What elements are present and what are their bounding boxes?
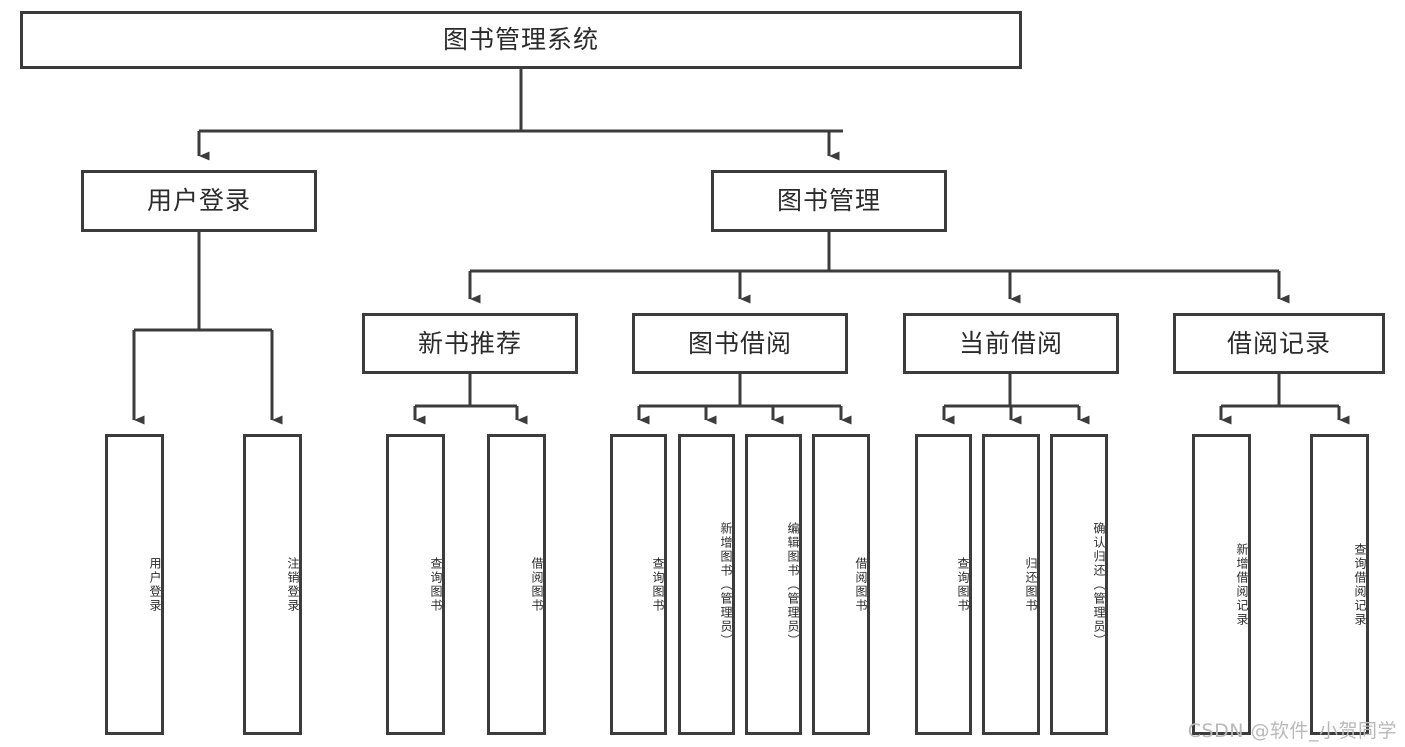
node-current-borrow[interactable]: 当前借阅 — [903, 313, 1119, 374]
edges-root-to-level2 — [197, 69, 843, 161]
node-leaf-user-login[interactable]: 用户登录 — [105, 434, 164, 735]
node-leaf-logout[interactable]: 注销登录 — [243, 434, 302, 735]
edges-new-book-recommend-to-leaves — [413, 374, 528, 425]
node-book-borrow[interactable]: 图书借阅 — [632, 313, 848, 374]
edges-book-manage-to-level3 — [468, 232, 1290, 304]
node-leaf-borrow-book-2[interactable]: 借阅图书 — [812, 434, 870, 735]
edges-user-login-to-leaves — [132, 232, 283, 425]
node-leaf-return-book[interactable]: 归还图书 — [982, 434, 1040, 735]
edges-current-borrow-to-leaves — [942, 374, 1090, 425]
node-borrow-record[interactable]: 借阅记录 — [1173, 313, 1385, 374]
edges-book-borrow-to-leaves — [637, 374, 852, 425]
node-leaf-query-book-1[interactable]: 查询图书 — [386, 434, 445, 735]
node-leaf-edit-book[interactable]: 编辑图书（管理员） — [745, 434, 802, 735]
node-root-system[interactable]: 图书管理系统 — [20, 11, 1022, 69]
node-leaf-add-book[interactable]: 新增图书（管理员） — [678, 434, 735, 735]
node-new-book-recommend[interactable]: 新书推荐 — [362, 313, 578, 374]
node-leaf-borrow-book-1[interactable]: 借阅图书 — [487, 434, 546, 735]
node-leaf-query-book-2[interactable]: 查询图书 — [610, 434, 667, 735]
node-leaf-confirm-return[interactable]: 确认归还（管理员） — [1050, 434, 1108, 735]
node-book-manage[interactable]: 图书管理 — [711, 170, 947, 232]
node-leaf-add-record[interactable]: 新增借阅记录 — [1192, 434, 1251, 735]
edges-borrow-record-to-leaves — [1219, 374, 1350, 425]
node-user-login[interactable]: 用户登录 — [81, 170, 317, 232]
node-leaf-query-book-3[interactable]: 查询图书 — [915, 434, 972, 735]
node-leaf-query-record[interactable]: 查询借阅记录 — [1310, 434, 1369, 735]
csdn-watermark: CSDN @软件_小贺同学 — [1187, 720, 1397, 742]
